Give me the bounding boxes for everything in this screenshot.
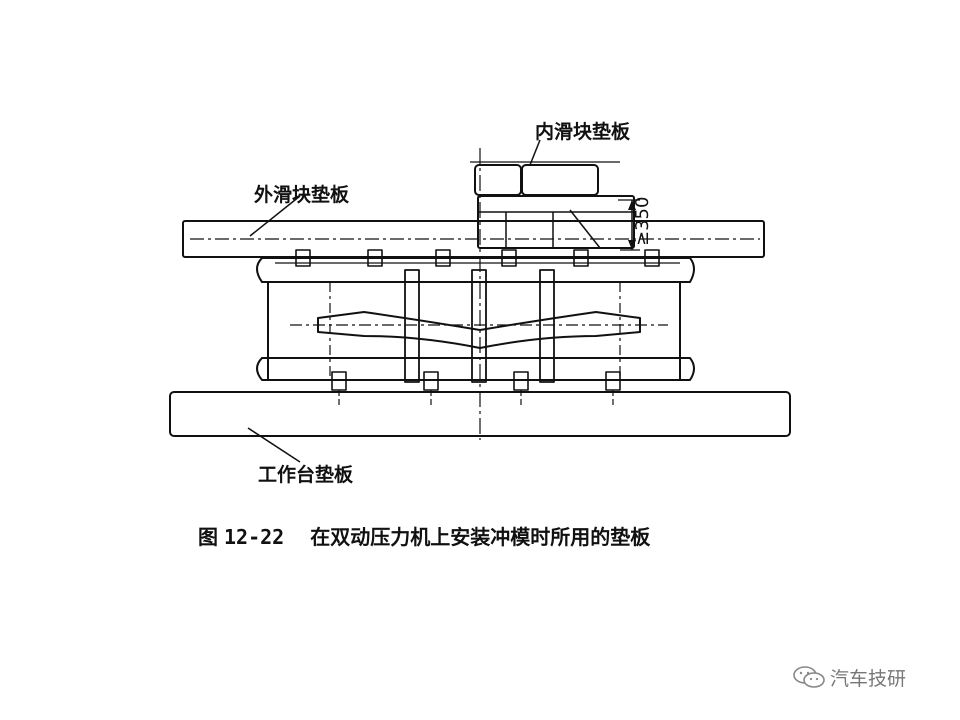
inner-slide-pad-label: 内滑块垫板 — [535, 121, 631, 143]
inner-slide-block — [477, 195, 635, 249]
upper-die-shoe — [256, 257, 695, 283]
figure-title: 在双动压力机上安装冲模时所用的垫板 — [310, 525, 651, 549]
table-pad-label: 工作台垫板 — [258, 464, 354, 486]
lower-die-shoe — [256, 357, 695, 381]
dimension-label: ≥350 — [632, 196, 653, 246]
stamped-part — [317, 311, 641, 349]
die-ribs — [329, 269, 621, 383]
lower-bolts — [331, 371, 621, 405]
wechat-icon — [793, 666, 825, 688]
leader-outer — [249, 195, 301, 237]
inner-slide-pad-right — [521, 164, 599, 196]
table-pad — [169, 391, 791, 437]
watermark: 汽车技研 — [792, 664, 906, 690]
leader-inner — [529, 139, 541, 166]
outer-slide-pad-label: 外滑块垫板 — [254, 184, 350, 206]
leader-table — [247, 427, 301, 463]
figure-number: 12-22 — [224, 525, 285, 549]
watermark-text: 汽车技研 — [830, 667, 907, 690]
leader-dim — [569, 209, 601, 249]
figure-prefix: 图 — [198, 525, 218, 549]
inner-slide-pad-left — [474, 164, 522, 196]
upper-bolts — [295, 249, 660, 267]
